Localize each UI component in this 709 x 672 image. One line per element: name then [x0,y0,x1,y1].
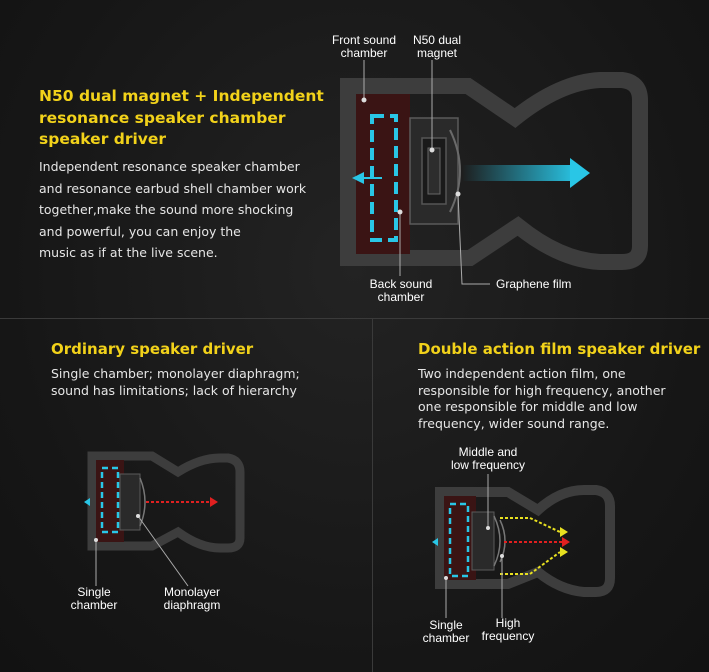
top-beam [462,165,572,181]
label-front-sound-chamber: Front sound chamber [331,33,397,60]
divider-vertical [372,318,373,672]
top-title-line-3: speaker driver [39,130,167,148]
left-label-single-chamber: Single chamber [70,585,118,612]
top-desc-line-2: and resonance earbud shell chamber work [39,180,307,196]
right-yellow-arrow-lower [500,551,561,575]
left-title: Ordinary speaker driver [51,340,254,358]
right-yellow-arrow-upper [500,517,561,533]
right-label-high-frequency: High frequency [481,616,535,643]
top-title-line-1: N50 dual magnet + Independent [39,87,324,105]
top-title-line-2: resonance speaker chamber [39,108,286,127]
top-shell [340,72,648,270]
left-shell [87,451,245,553]
top-desc-line-5: music as if at the live scene. [39,245,218,261]
right-label-middle-low-frequency: Middle and low frequency [450,445,526,472]
left-description: Single chamber; monolayer diaphragm; sou… [51,366,300,399]
top-desc-line-3: together,make the sound more shocking [39,202,294,218]
left-desc-line-1: Single chamber; monolayer diaphragm; [51,366,300,381]
right-description: Two independent action film, one respons… [418,366,666,432]
right-desc-line-3: one responsible for middle and low [418,399,638,415]
right-desc-line-2: responsible for high frequency, another [418,382,666,398]
top-front-chamber [356,94,410,254]
left-label-monolayer-diaphragm: Monolayer diaphragm [163,585,221,612]
top-description: Independent resonance speaker chamber an… [39,156,306,264]
right-desc-line-4: frequency, wider sound range. [418,415,610,431]
left-desc-line-2: sound has limitations; lack of hierarchy [51,382,297,398]
label-n50-dual-magnet: N50 dual magnet [412,33,462,60]
right-shell [435,485,615,597]
right-desc-line-1: Two independent action film, one [418,366,626,381]
top-beam-arrowhead [570,158,590,188]
top-desc-line-1: Independent resonance speaker chamber [39,159,300,174]
top-desc-line-4: and powerful, you can enjoy the [39,223,241,239]
label-graphene-film: Graphene film [496,277,572,291]
top-cyan-loop [370,114,398,242]
label-back-sound-chamber: Back sound chamber [369,277,433,304]
divider-horizontal [0,318,709,319]
right-title: Double action film speaker driver [418,340,701,358]
right-label-single-chamber: Single chamber [422,618,470,645]
top-title: N50 dual magnet + Independent resonance … [39,86,324,151]
